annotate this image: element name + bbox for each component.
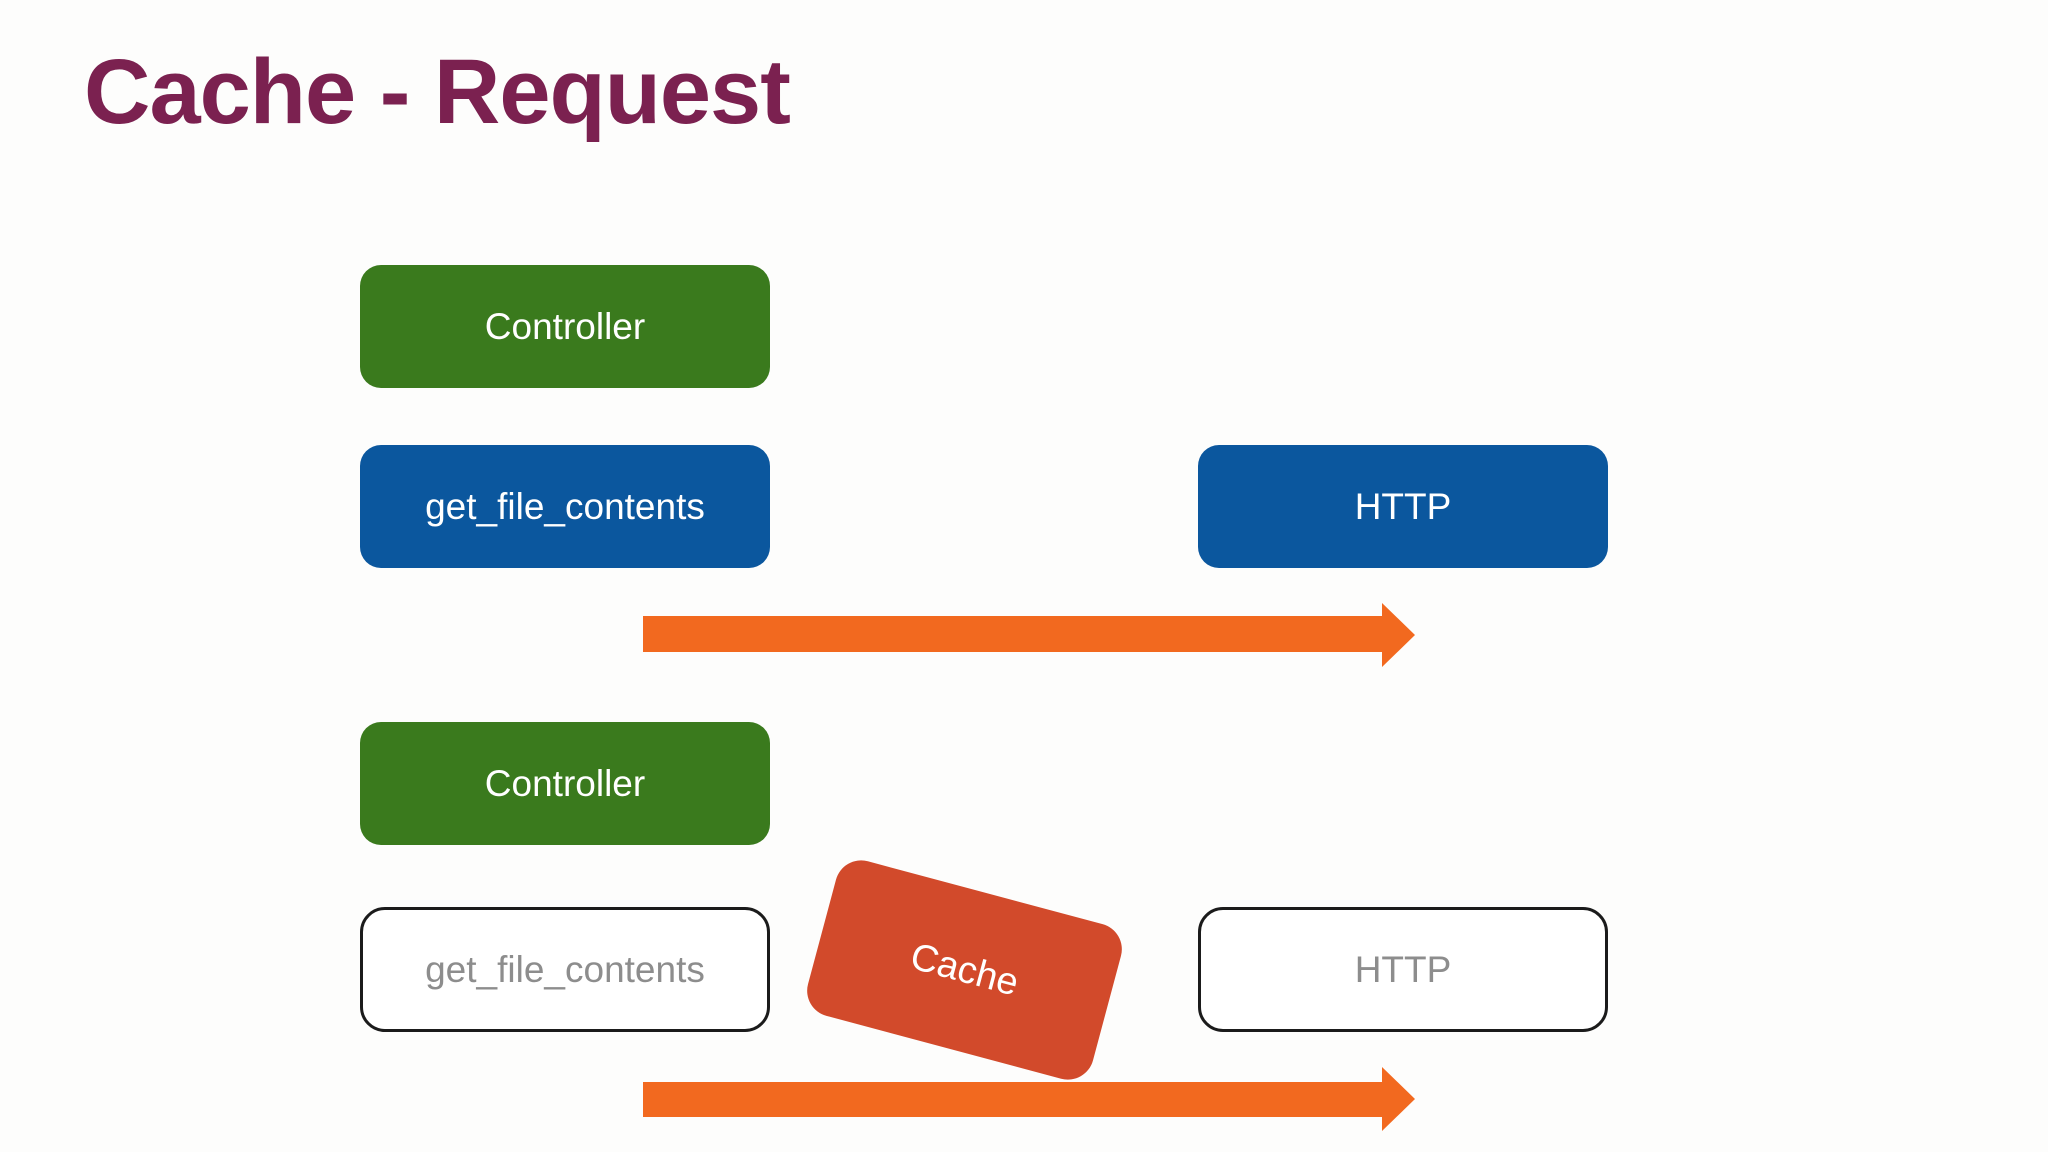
http-box-bottom-label: HTTP (1354, 949, 1452, 990)
get-file-contents-box-bottom-label: get_file_contents (425, 949, 705, 990)
get-file-contents-box-top: get_file_contents (360, 445, 770, 568)
get-file-contents-box-top-label: get_file_contents (425, 486, 705, 527)
request-arrow-top (643, 603, 1415, 667)
controller-box-bottom: Controller (360, 722, 770, 845)
page-title: Cache - Request (84, 41, 791, 143)
get-file-contents-box-bottom: get_file_contents (360, 907, 770, 1032)
cache-box: Cache (801, 854, 1128, 1086)
cache-box-label: Cache (906, 935, 1024, 1005)
controller-box-top: Controller (360, 265, 770, 388)
arrow-right-icon (643, 1067, 1415, 1131)
http-box-top-label: HTTP (1354, 486, 1452, 527)
http-box-top: HTTP (1198, 445, 1608, 568)
controller-box-bottom-label: Controller (484, 763, 646, 804)
http-box-bottom: HTTP (1198, 907, 1608, 1032)
arrow-right-icon (643, 603, 1415, 667)
request-arrow-bottom (643, 1067, 1415, 1131)
controller-box-top-label: Controller (484, 306, 646, 347)
